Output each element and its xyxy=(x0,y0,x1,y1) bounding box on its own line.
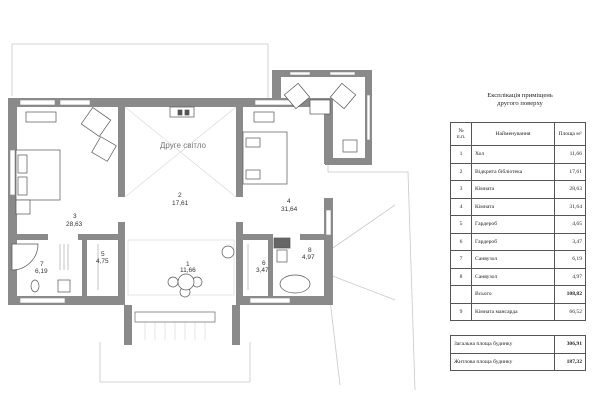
stair-rail xyxy=(134,311,216,323)
room-number: 1 xyxy=(186,261,190,268)
room-number: 5 xyxy=(101,251,105,258)
schedule-title: Експлікація приміщень другого поверху xyxy=(450,92,590,108)
windows xyxy=(9,71,371,304)
room-schedule: Експлікація приміщень другого поверху № … xyxy=(450,92,590,371)
room-number: 7 xyxy=(40,261,44,268)
header-num: № п.п. xyxy=(450,122,472,146)
skylight-lines xyxy=(124,106,237,198)
room-area: 3,47 xyxy=(256,267,269,274)
room-area: 31,64 xyxy=(281,206,298,213)
schedule-title-line: Експлікація приміщень xyxy=(487,92,553,99)
schedule-title-line: другого поверху xyxy=(497,100,543,107)
header-area: Площа м² xyxy=(554,122,586,146)
header-name: Найменування xyxy=(471,122,555,146)
floor-plan: Друге світло 2 17,61 3 28,63 4 31,64 1 1… xyxy=(8,43,416,391)
room-number: 8 xyxy=(308,247,312,254)
table-spacer xyxy=(451,321,586,336)
room-number: 4 xyxy=(287,198,291,205)
room-area: 11,66 xyxy=(180,267,196,274)
skylight-label: Друге світло xyxy=(160,141,206,150)
room-number: 6 xyxy=(262,260,266,267)
room-area: 4,97 xyxy=(302,254,315,261)
wardrobe xyxy=(59,244,249,290)
schedule-header: № п.п. Найменування Площа м² xyxy=(450,122,586,146)
room-number: 3 xyxy=(73,213,77,220)
roof-outline xyxy=(11,43,416,391)
room-area: 28,63 xyxy=(66,221,83,228)
room-area: 6,19 xyxy=(35,268,48,275)
stair-wall xyxy=(232,305,240,345)
room-area: 4,75 xyxy=(96,258,109,265)
room-number: 2 xyxy=(178,192,182,199)
furniture xyxy=(11,82,358,298)
stair-wall xyxy=(124,305,132,345)
room-area: 17,61 xyxy=(172,200,189,207)
